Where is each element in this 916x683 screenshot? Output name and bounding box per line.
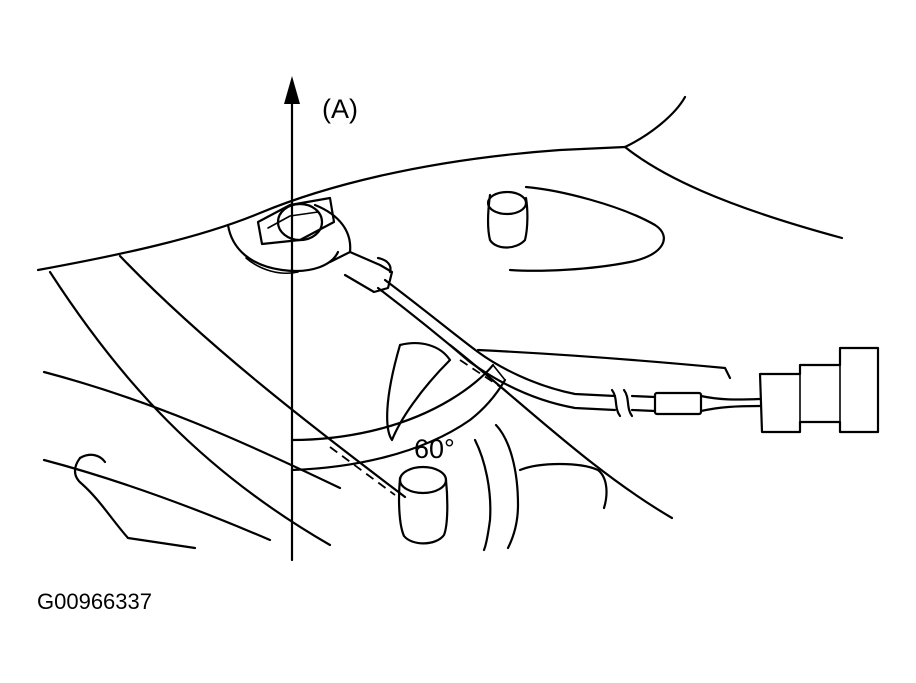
reference-axis-arrow	[284, 76, 300, 562]
sensor-nut	[256, 196, 336, 246]
figure-id: G00966337	[37, 589, 152, 614]
sensor-body	[313, 203, 394, 294]
angle-label: 60°	[414, 434, 455, 464]
connector-plug	[758, 346, 880, 434]
cable-break-mark	[610, 388, 634, 418]
boss-lower	[397, 465, 449, 545]
arrowhead-icon	[284, 76, 300, 104]
axis-label: (A)	[322, 94, 358, 124]
boss-front	[486, 185, 665, 272]
sensor-cable	[376, 278, 762, 416]
sensor-mount-boss	[226, 223, 340, 274]
